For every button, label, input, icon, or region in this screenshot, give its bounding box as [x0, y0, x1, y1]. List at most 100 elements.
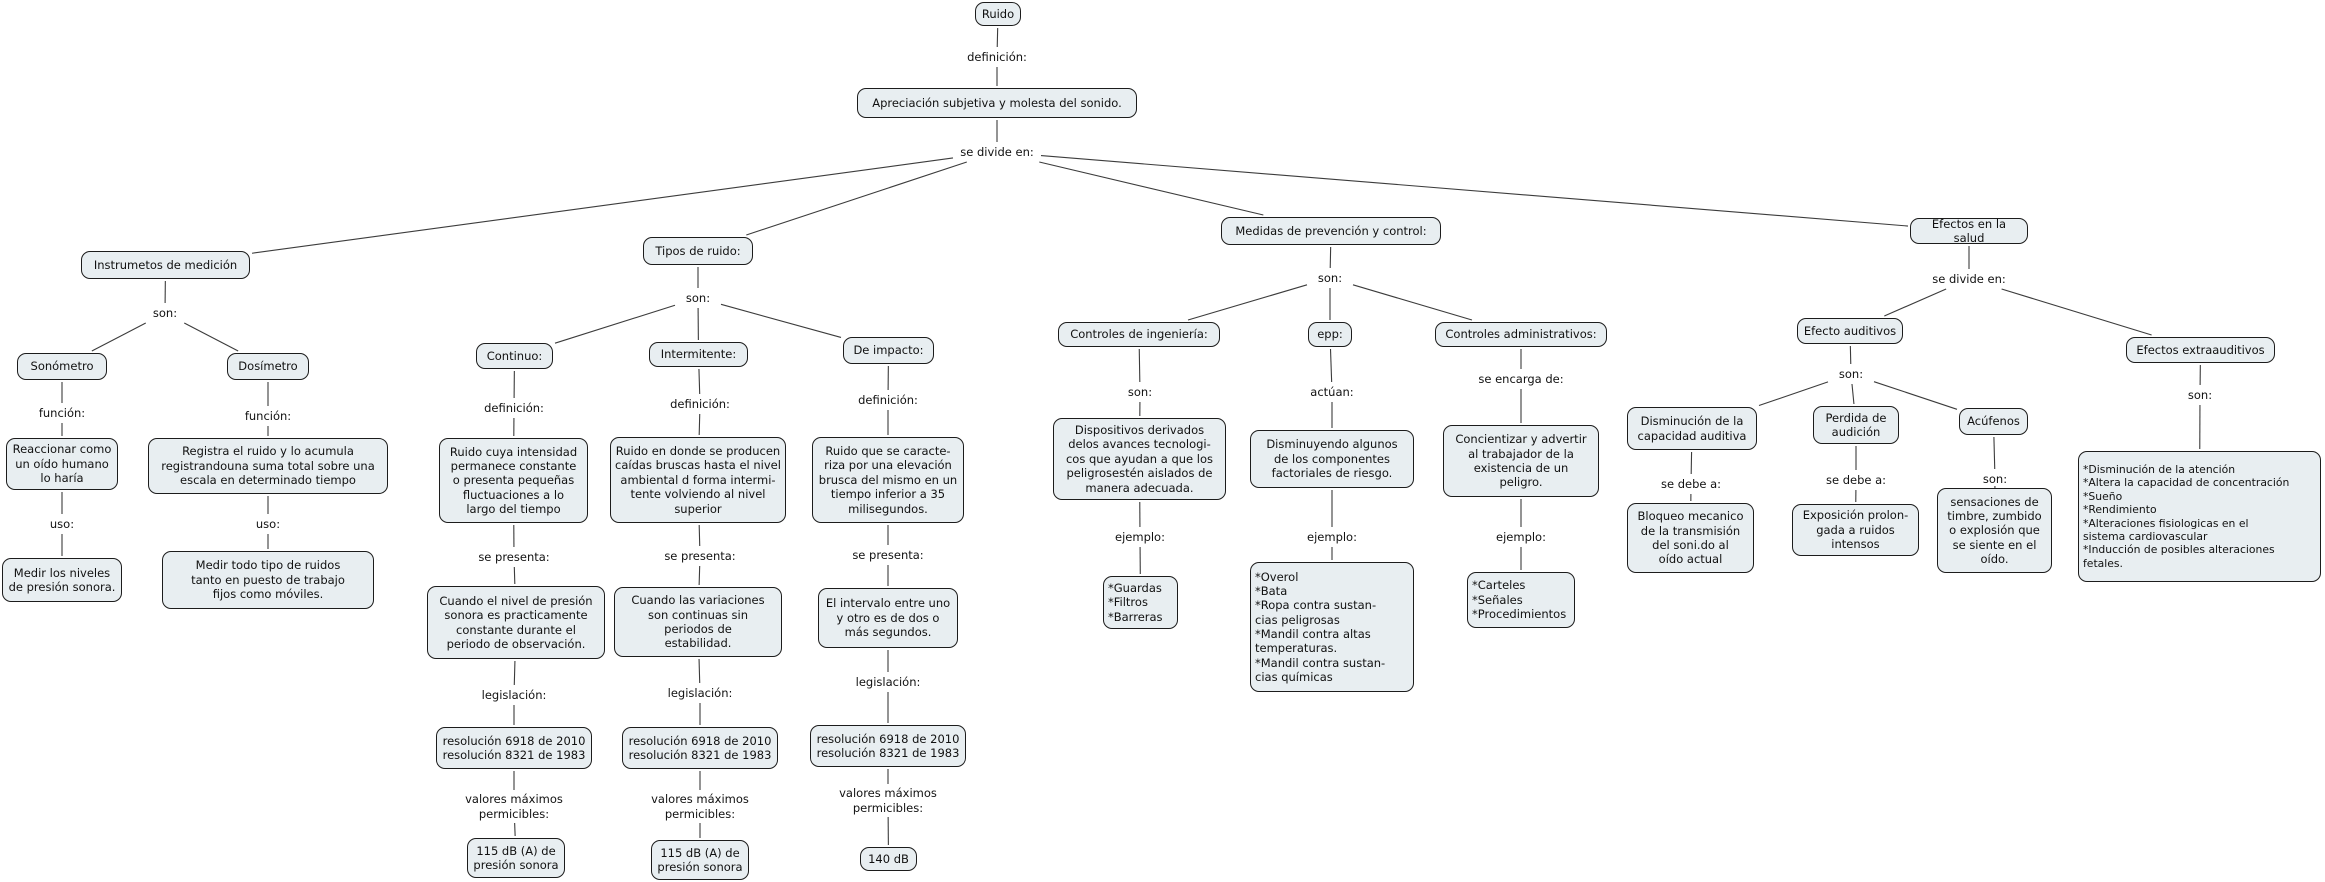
- link-label-lbl-ejemplo-2[interactable]: ejemplo:: [1307, 529, 1357, 544]
- concept-concientizar[interactable]: Concientizar y advertir al trabajador de…: [1443, 425, 1599, 497]
- connector-line[interactable]: [1884, 288, 1947, 317]
- link-label-lbl-se-divide-2[interactable]: se divide en:: [1932, 271, 2006, 286]
- connector-line[interactable]: [1873, 381, 1958, 410]
- concept-efectos-salud[interactable]: Efectos en la salud: [1910, 217, 2028, 245]
- concept-instrumentos[interactable]: Instrumetos de medición: [81, 251, 250, 279]
- connector-line[interactable]: [251, 157, 954, 254]
- link-label-lbl-legislacion-3[interactable]: legislación:: [855, 674, 921, 689]
- concept-sonometro[interactable]: Sonómetro: [17, 353, 107, 380]
- concept-bloqueo[interactable]: Bloqueo mecanico de la transmisión del s…: [1627, 503, 1754, 573]
- connector-line[interactable]: [1993, 436, 1996, 470]
- link-label-lbl-uso-2[interactable]: uso:: [255, 516, 281, 531]
- link-label-lbl-valores-1[interactable]: valores máximos permicibles:: [465, 792, 563, 821]
- concept-apreciacion[interactable]: Apreciación subjetiva y molesta del soni…: [857, 88, 1137, 118]
- concept-dispositivos[interactable]: Dispositivos derivados delos avances tec…: [1053, 418, 1226, 500]
- link-label-lbl-ejemplo-1[interactable]: ejemplo:: [1115, 529, 1165, 544]
- concept-resolucion-1[interactable]: resolución 6918 de 2010 resolución 8321 …: [436, 727, 592, 769]
- connector-line[interactable]: [1039, 161, 1264, 216]
- concept-def-intermitente[interactable]: Ruido en donde se producen caídas brusca…: [610, 437, 786, 523]
- connector-line[interactable]: [513, 660, 516, 686]
- concept-disminuyendo[interactable]: Disminuyendo algunos de los componentes …: [1250, 430, 1414, 488]
- connector-line[interactable]: [183, 322, 239, 352]
- link-label-lbl-son-3[interactable]: son:: [1317, 270, 1343, 285]
- concept-impacto[interactable]: De impacto:: [843, 337, 934, 364]
- link-label-lbl-se-encarga[interactable]: se encarga de:: [1478, 371, 1564, 386]
- link-label-lbl-actuan[interactable]: actúan:: [1310, 384, 1354, 399]
- link-label-lbl-funcion-1[interactable]: función:: [38, 405, 86, 420]
- link-label-lbl-presenta-2[interactable]: se presenta:: [664, 548, 736, 563]
- concept-lista-extraauditivos[interactable]: *Disminución de la atención *Altera la c…: [2078, 451, 2321, 582]
- concept-efectos-extraauditivos[interactable]: Efectos extraauditivos: [2126, 337, 2275, 363]
- connector-line[interactable]: [698, 524, 701, 547]
- connector-line[interactable]: [698, 413, 701, 436]
- connector-line[interactable]: [1851, 383, 1855, 405]
- concept-disminucion-capacidad[interactable]: Disminución de la capacidad auditiva: [1627, 407, 1757, 450]
- concept-resolucion-2[interactable]: resolución 6918 de 2010 resolución 8321 …: [622, 727, 778, 769]
- concept-sensaciones[interactable]: sensaciones de timbre, zumbido o explosi…: [1937, 488, 2052, 573]
- concept-def-impacto[interactable]: Ruido que se caracte- riza por una eleva…: [812, 437, 964, 523]
- connector-line[interactable]: [91, 322, 147, 352]
- concept-registra[interactable]: Registra el ruido y lo acumula registran…: [148, 438, 388, 494]
- connector-line[interactable]: [513, 566, 516, 585]
- concept-efecto-auditivos[interactable]: Efecto auditivos: [1797, 318, 1903, 344]
- link-label-lbl-definicion-top[interactable]: definición:: [967, 49, 1027, 64]
- concept-acufenos[interactable]: Acúfenos: [1959, 408, 2028, 435]
- connector-line[interactable]: [1187, 284, 1308, 321]
- concept-controles-ingenieria[interactable]: Controles de ingeniería:: [1058, 322, 1220, 347]
- link-label-lbl-valores-3[interactable]: valores máximos permicibles:: [839, 786, 937, 815]
- concept-resolucion-3[interactable]: resolución 6918 de 2010 resolución 8321 …: [810, 725, 966, 767]
- concept-intermitente[interactable]: Intermitente:: [649, 342, 748, 367]
- connector-line[interactable]: [698, 658, 701, 684]
- link-label-lbl-son-4[interactable]: son:: [1127, 384, 1153, 399]
- connector-line[interactable]: [1329, 348, 1333, 383]
- link-label-lbl-definicion-1[interactable]: definición:: [484, 400, 544, 415]
- concept-guardas[interactable]: *Guardas *Filtros *Barreras: [1103, 576, 1178, 629]
- concept-db115-continuo[interactable]: 115 dB (A) de presión sonora: [467, 838, 565, 878]
- link-label-lbl-son-1[interactable]: son:: [152, 305, 178, 320]
- link-label-lbl-definicion-2[interactable]: definición:: [670, 396, 730, 411]
- concept-db140-impacto[interactable]: 140 dB: [860, 847, 917, 871]
- concept-exposicion[interactable]: Exposición prolon- gada a ruidos intenso…: [1792, 504, 1919, 556]
- link-label-lbl-funcion-2[interactable]: función:: [244, 408, 292, 423]
- concept-carteles[interactable]: *Carteles *Señales *Procedimientos: [1467, 572, 1575, 628]
- connector-line[interactable]: [1758, 381, 1829, 407]
- concept-medidas[interactable]: Medidas de prevención y control:: [1221, 217, 1441, 245]
- concept-controles-administrativos[interactable]: Controles administrativos:: [1435, 322, 1607, 347]
- connector-line[interactable]: [554, 304, 676, 344]
- concept-perdida-audicion[interactable]: Perdida de audición: [1813, 406, 1899, 444]
- concept-overol[interactable]: *Overol *Bata *Ropa contra sustan- cias …: [1250, 562, 1414, 692]
- link-label-lbl-legislacion-2[interactable]: legislación:: [667, 685, 733, 700]
- concept-reaccionar[interactable]: Reaccionar como un oído humano lo haría: [6, 438, 118, 490]
- concept-presenta-intermitente[interactable]: Cuando las variaciones son continuas sin…: [614, 587, 782, 657]
- connector-line[interactable]: [514, 822, 516, 837]
- connector-line[interactable]: [698, 565, 701, 586]
- connector-line[interactable]: [698, 368, 701, 395]
- link-label-lbl-son-7[interactable]: son:: [2187, 387, 2213, 402]
- concept-dosimetro[interactable]: Dosímetro: [227, 353, 309, 380]
- concept-tipos[interactable]: Tipos de ruido:: [643, 237, 753, 265]
- link-label-lbl-son-6[interactable]: son:: [1982, 471, 2008, 486]
- link-label-lbl-son-5[interactable]: son:: [1838, 366, 1864, 381]
- connector-line[interactable]: [1138, 348, 1141, 383]
- concept-medir-niveles[interactable]: Medir los niveles de presión sonora.: [2, 558, 122, 602]
- link-label-lbl-presenta-1[interactable]: se presenta:: [478, 549, 550, 564]
- concept-continuo[interactable]: Continuo:: [476, 343, 553, 369]
- link-label-lbl-definicion-3[interactable]: definición:: [858, 392, 918, 407]
- connector-line[interactable]: [746, 161, 967, 236]
- connector-line[interactable]: [720, 303, 842, 338]
- link-label-lbl-se-debe-2[interactable]: se debe a:: [1825, 472, 1887, 487]
- connector-line[interactable]: [1352, 284, 1473, 321]
- connector-line[interactable]: [2001, 288, 2152, 336]
- concept-epp[interactable]: epp:: [1308, 322, 1352, 347]
- concept-db115-intermitente[interactable]: 115 dB (A) de presión sonora: [651, 840, 749, 880]
- link-label-lbl-legislacion-1[interactable]: legislación:: [481, 687, 547, 702]
- connector-line[interactable]: [1040, 155, 1909, 227]
- concept-def-continuo[interactable]: Ruido cuya intensidad permanece constant…: [439, 438, 588, 523]
- link-label-lbl-uso-1[interactable]: uso:: [49, 516, 75, 531]
- concept-presenta-impacto[interactable]: El intervalo entre uno y otro es de dos …: [818, 588, 958, 648]
- concept-presenta-continuo[interactable]: Cuando el nivel de presión sonora es pra…: [427, 586, 605, 659]
- concept-ruido[interactable]: Ruido: [975, 2, 1021, 26]
- link-label-lbl-son-2[interactable]: son:: [685, 290, 711, 305]
- link-label-lbl-se-divide-top[interactable]: se divide en:: [960, 144, 1034, 159]
